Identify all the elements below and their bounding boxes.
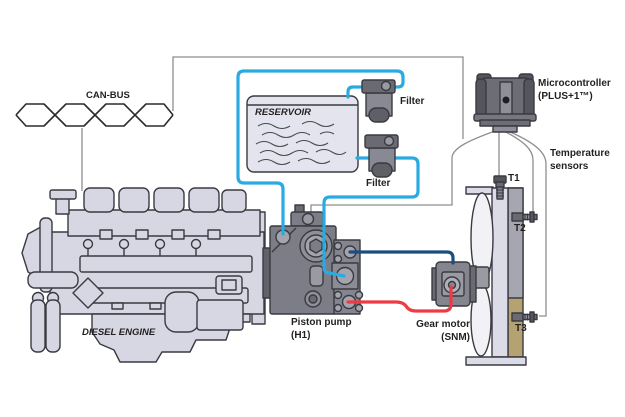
diesel-engine-label: DIESEL ENGINE (82, 327, 156, 338)
microcontroller-label-line1: Microcontroller (538, 78, 611, 89)
gear-motor-illustration (431, 261, 477, 307)
reservoir-illustration (246, 95, 359, 173)
sensor-t3-label: T3 (515, 323, 527, 334)
wire-to-sensor-t2 (503, 130, 536, 217)
microcontroller-illustration (473, 73, 537, 133)
piston-pump-label-line2: (H1) (291, 329, 311, 341)
sensor-t2-bolt (511, 211, 538, 223)
piston-pump-illustration (262, 204, 364, 315)
sensor-t1-label: T1 (508, 173, 520, 184)
sensor-t2-label: T2 (514, 223, 526, 234)
reservoir-fluid-waves (255, 120, 347, 166)
filter-top-label: Filter (400, 96, 425, 107)
wire-microcontroller-to-pump (310, 130, 496, 212)
filter-top-illustration (361, 79, 396, 123)
return-line-motor-to-pump (346, 285, 453, 313)
sensor-t1-bolt (493, 175, 507, 200)
gear-motor-label-line2: (SNM) (441, 331, 470, 343)
suction-line-bottom-filter-to-pump (322, 156, 420, 278)
pressure-line-pump-to-motor (348, 250, 455, 265)
filter-bottom-label: Filter (366, 178, 391, 189)
wire-canbus-to-microcontroller (172, 56, 464, 139)
temperature-sensors-label-line1: Temperature (550, 148, 610, 159)
wire-to-sensor-t3 (507, 130, 547, 317)
gear-motor-label: Gear motor (SNM) (395, 319, 470, 344)
piston-pump-label: Piston pump (H1) (291, 317, 352, 342)
microcontroller-label-line2: (PLUS+1™) (538, 90, 593, 102)
filter-bottom-illustration (364, 134, 399, 178)
diesel-engine-illustration (21, 187, 266, 363)
sensor-t3-bolt (511, 311, 538, 323)
temperature-sensors-label: Temperature sensors (550, 148, 610, 173)
can-bus-label: CAN-BUS (86, 90, 130, 101)
suction-line-top-filter-to-pump (236, 69, 405, 236)
can-bus-twisted-pair-symbol (15, 103, 174, 127)
reservoir-label: RESERVOIR (255, 107, 311, 118)
suction-line-reservoir-to-top-filter (346, 85, 364, 99)
hydraulic-lines (236, 69, 455, 313)
gear-motor-label-line1: Gear motor (416, 319, 470, 330)
microcontroller-label: Microcontroller (PLUS+1™) (538, 78, 611, 103)
temperature-sensors-label-line2: sensors (550, 160, 589, 172)
piston-pump-label-line1: Piston pump (291, 317, 352, 328)
electrical-wires (81, 56, 547, 317)
